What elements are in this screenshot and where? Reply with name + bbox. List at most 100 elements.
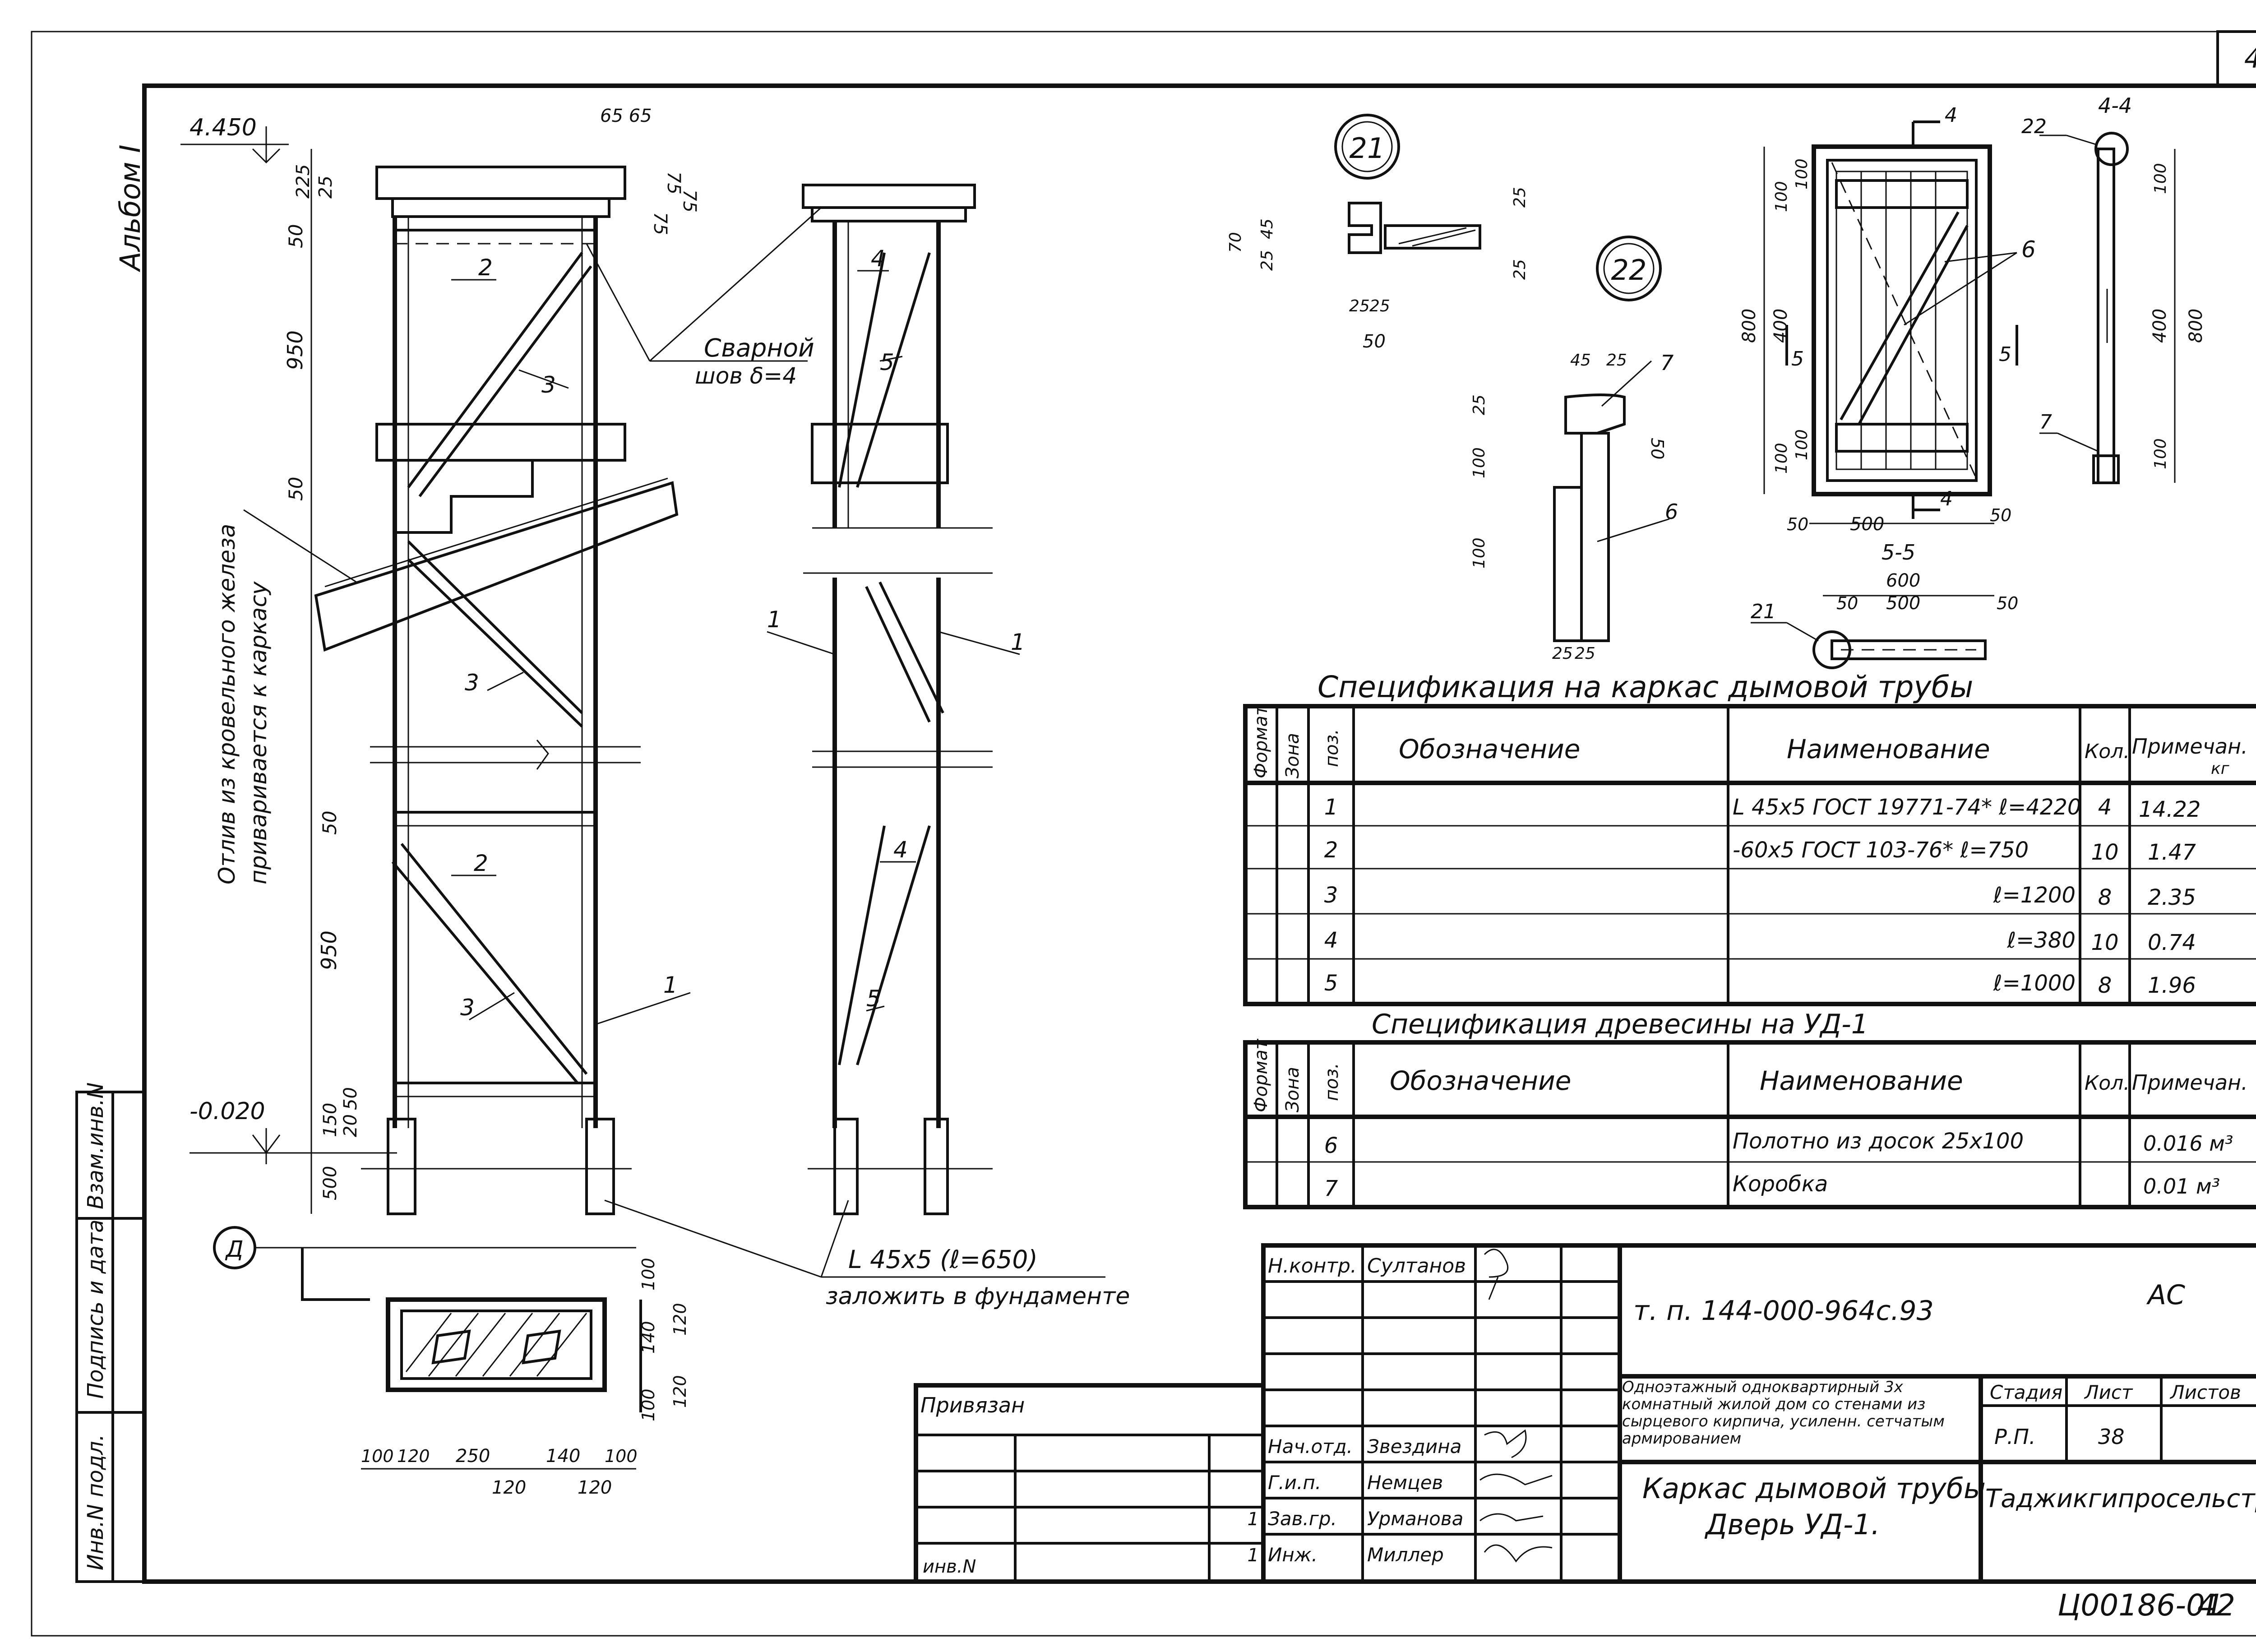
spec1-hdr-format: Формат — [1251, 704, 1271, 778]
door-section-55: 5-5 — [1882, 540, 1915, 565]
weld-note-line2: шов δ=4 — [695, 363, 797, 389]
d-dim-h120-a: 120 — [670, 1303, 690, 1336]
spec2-hdr-pos: поз. — [1322, 1063, 1342, 1101]
dim-75-a: 75 — [663, 171, 684, 194]
title-block: Привязан инв.N Н.контр. Султанов Нач.отд… — [914, 1243, 2256, 1584]
spec1-row-name: ℓ=380 — [2006, 928, 2076, 953]
node-22: 22 45 25 25 50 100 100 25 25 7 6 — [1470, 236, 1678, 663]
n22-dim-25-d: 25 — [1575, 644, 1595, 663]
role-name: Миллер — [1367, 1544, 1444, 1566]
d-dim-100-a: 100 — [361, 1446, 394, 1466]
spec1-row-pos: 4 — [1324, 928, 1338, 953]
spec1-row-pos: 3 — [1324, 883, 1338, 908]
spec1-row-note: 1.47 — [2148, 840, 2196, 865]
project-description: Одноэтажный одноквартирный 3х комнатный … — [1622, 1379, 1945, 1448]
node-21-mark: 21 — [1350, 132, 1385, 165]
dim-75-b: 75 — [679, 190, 700, 213]
spec1-row-note: 14.22 — [2139, 797, 2201, 822]
dim-50-b: 50 — [285, 477, 307, 501]
dim-500: 500 — [320, 1166, 341, 1200]
node-22-mark: 22 — [1611, 254, 1647, 287]
dim-150: 150 — [320, 1103, 341, 1137]
door-r-dim-100-b: 100 — [2151, 438, 2170, 469]
elevation-bottom: -0.020 — [190, 1098, 265, 1125]
spec2-row-note: 0.01 м³ — [2143, 1174, 2220, 1199]
spec2-row-pos: 6 — [1324, 1133, 1338, 1158]
drawing-mark: АС — [2146, 1279, 2185, 1311]
callout-3-mid: 3 — [465, 670, 479, 696]
spec1-row-qty: 4 — [2098, 795, 2112, 820]
role-label: Зав.гр. — [1268, 1508, 1337, 1530]
d-dim-h140: 140 — [638, 1321, 658, 1354]
door-dim-50-a: 50 — [1787, 514, 1808, 534]
n22-dim-25: 25 — [1606, 351, 1627, 370]
spec1-row-pos: 2 — [1324, 838, 1338, 863]
role-name: Султанов — [1367, 1254, 1466, 1277]
stage-value: Р.П. — [1994, 1425, 2036, 1449]
callout-4-top: 4 — [871, 245, 885, 272]
d-dim-250: 250 — [456, 1446, 490, 1467]
role-label: Н.контр. — [1268, 1254, 1357, 1277]
section-d: Д 100 120 250 140 100 120 120 100 120 14… — [213, 1226, 690, 1498]
spec2-hdr-name: Наименование — [1760, 1065, 1963, 1096]
n21-dim-70: 70 — [1226, 232, 1245, 253]
spec2-hdr-designation: Обозначение — [1390, 1065, 1571, 1096]
sheet-number: 41 — [2244, 43, 2256, 74]
door-label-6: 6 — [2021, 236, 2036, 263]
spec1-hdr-zone: Зона — [1282, 733, 1303, 778]
bottom-page: 42 — [2197, 1588, 2235, 1623]
sheet-value: 38 — [2098, 1425, 2125, 1449]
n22-label-7: 7 — [1660, 351, 1674, 375]
sheet-number-box — [2216, 30, 2256, 87]
signature-urmanova — [1479, 1513, 1544, 1522]
door-dim-50-d: 50 — [1997, 593, 2018, 613]
frame-elevation: 4.450 -0.020 — [180, 106, 822, 1215]
n22-dim-25-c: 25 — [1552, 644, 1573, 663]
spec1-hdr-unit: кг — [2211, 759, 2230, 778]
door-cut-4-top: 4 — [1945, 104, 1957, 127]
callout-1-side-left: 1 — [767, 606, 781, 633]
door-dim-400: 400 — [1771, 309, 1791, 343]
dim-65-65: 65 65 — [600, 106, 652, 126]
spec1-row-note: 1.96 — [2148, 973, 2196, 998]
n22-dim-45: 45 — [1570, 351, 1591, 370]
door-label-22: 22 — [2021, 115, 2047, 138]
spec1-row-name: -60х5 ГОСТ 103-76* ℓ=750 — [1733, 838, 2029, 863]
role-label: Г.и.п. — [1268, 1472, 1321, 1494]
dim-75-c: 75 — [650, 212, 670, 235]
side-elevation: 4 5 1 1 4 5 L 45х5 (ℓ=650) заложить в фу… — [604, 184, 1130, 1310]
side-stamp-signature-date: Подпись и дата — [83, 1219, 108, 1399]
spec1-row-name: ℓ=1200 — [1993, 883, 2076, 908]
signature-sultanov — [1484, 1249, 1508, 1300]
door-cut-5-left: 5 — [1791, 347, 1804, 370]
door-dim-600: 600 — [1886, 570, 1920, 591]
spec1-hdr-note: Примечан. — [2132, 734, 2248, 759]
n22-label-6: 6 — [1665, 500, 1678, 524]
spec2-hdr-zone: Зона — [1282, 1067, 1303, 1112]
n21-dim-25-d: 25 — [1511, 187, 1529, 208]
spec1-row-pos: 1 — [1324, 795, 1338, 820]
spec1-row-note: 2.35 — [2148, 885, 2196, 910]
spec2-row-name: Коробка — [1733, 1171, 1828, 1197]
door-cut-5-right: 5 — [1999, 343, 2011, 366]
spec1-hdr-pos: поз. — [1322, 729, 1342, 767]
signature-miller — [1484, 1544, 1553, 1563]
outer-border — [31, 31, 2256, 1637]
dim-950-b: 950 — [317, 930, 341, 970]
n21-dim-45: 45 — [1258, 218, 1276, 239]
privyazan-label: Привязан — [920, 1393, 1025, 1417]
drawing-title-1: Каркас дымовой трубы — [1642, 1472, 1986, 1505]
door-dim-500: 500 — [1850, 514, 1884, 535]
role-label: Инж. — [1268, 1544, 1318, 1566]
callout-5-low: 5 — [866, 986, 881, 1012]
door-label-21: 21 — [1751, 600, 1776, 623]
d-dim-h120-b: 120 — [670, 1375, 690, 1408]
callout-4-low: 4 — [893, 837, 908, 863]
spec2-hdr-format: Формат — [1251, 1038, 1271, 1112]
spec2-table-frame: Спецификация древесины на УД-1 Формат Зо… — [1243, 1009, 2256, 1209]
d-dim-120-a: 120 — [397, 1446, 430, 1466]
side-stamp: Инв.N подл. Подпись и дата Взам.инв.N — [75, 1083, 146, 1583]
n21-dim-25-c: 25 — [1369, 297, 1390, 315]
dim-50-a: 50 — [285, 224, 307, 248]
n22-dim-100-a: 100 — [1470, 447, 1489, 478]
